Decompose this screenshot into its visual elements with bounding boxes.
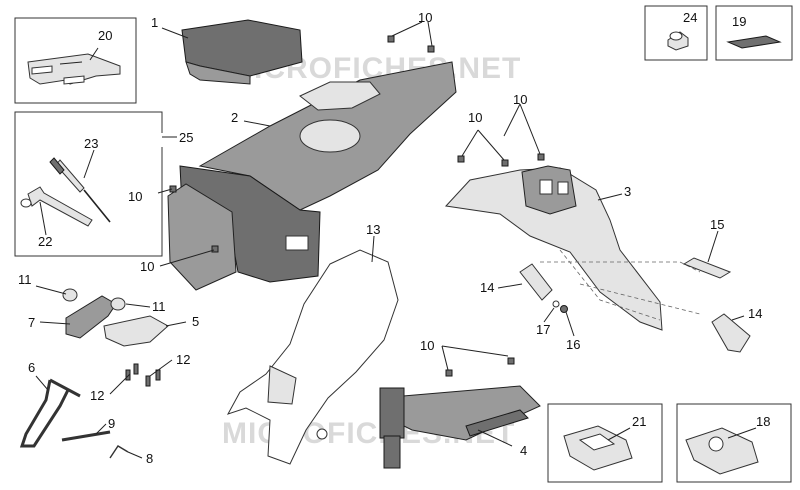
callout-2: 2 [231,110,238,125]
inset-box-25 [14,111,163,257]
part-7-bracket [62,288,126,339]
callout-10-top: 10 [418,10,432,25]
callout-13: 13 [366,222,380,237]
leader-lines [35,21,757,459]
callout-5: 5 [192,314,199,329]
callout-14-right: 14 [748,306,762,321]
inset-box-24 [644,5,708,61]
callout-10-mid-left: 10 [468,110,482,125]
part-14-pad-left [519,263,553,301]
callout-12-left: 12 [90,388,104,403]
callout-10-bottom: 10 [420,338,434,353]
part-3-bracket [444,165,663,331]
callout-23: 23 [84,136,98,151]
callout-18: 18 [756,414,770,429]
callout-8: 8 [146,451,153,466]
callout-19: 19 [732,14,746,29]
part-12-screws [125,363,161,387]
callout-4: 4 [520,443,527,458]
callout-labels: 1 2 3 4 5 6 7 8 9 10 10 10 10 10 10 11 1… [18,10,770,466]
callout-3: 3 [624,184,631,199]
callout-24: 24 [683,10,697,25]
part-10-screws [169,35,545,377]
callout-25: 25 [179,130,193,145]
part-13-splash-guard [226,249,399,465]
inset-box-19 [715,5,793,61]
callout-14-left: 14 [480,280,494,295]
callout-22: 22 [38,234,52,249]
callout-20: 20 [98,28,112,43]
callout-10-mid-right: 10 [513,92,527,107]
callout-11-left: 11 [18,272,32,287]
callout-12-right: 12 [176,352,190,367]
callout-6: 6 [28,360,35,375]
inset-box-21 [547,403,663,483]
part-9-pin [61,430,111,442]
callout-7: 7 [28,315,35,330]
callout-1: 1 [151,15,158,30]
part-5-plate [103,315,169,347]
part-2-compartment [167,61,457,291]
part-1-cover [181,19,303,85]
callout-16: 16 [566,337,580,352]
callout-15: 15 [710,217,724,232]
part-8-clip [109,445,129,459]
callout-9: 9 [108,416,115,431]
assembly-guides [540,249,701,321]
callout-10-left-upper: 10 [128,189,142,204]
part-16-17-fasteners [552,300,568,313]
callout-10-left-lower: 10 [140,259,154,274]
part-14-pad-right [711,313,751,353]
part-6-hook [19,378,81,448]
part-4-tray [379,385,541,469]
part-15-strip [682,257,732,279]
callout-17: 17 [536,322,550,337]
callout-21: 21 [632,414,646,429]
inset-box-20 [14,17,137,104]
callout-11-right: 11 [152,299,166,314]
inset-box-18 [676,403,792,483]
